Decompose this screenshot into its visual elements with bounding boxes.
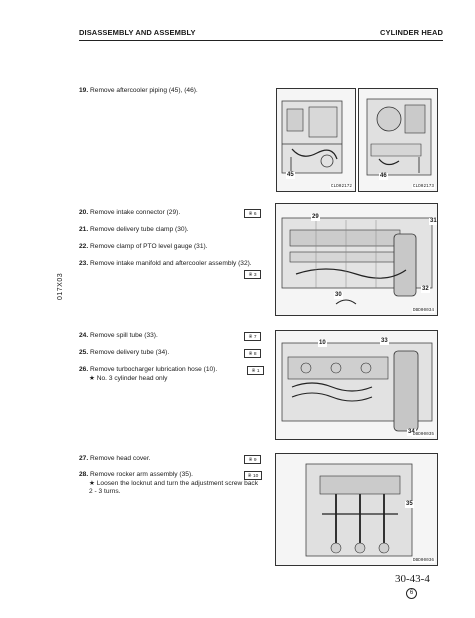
step-text: Remove turbocharger lubrication hose (10… [90, 366, 218, 373]
page-number: 30-43-4 [395, 573, 430, 585]
step-number: 19. [79, 87, 89, 94]
step-text: Remove head cover. [90, 455, 151, 462]
step-text: Remove rocker arm assembly (35). [90, 471, 193, 478]
engine-illustration [281, 100, 343, 174]
reference-badge: ※ 10 [244, 471, 262, 480]
step-26: 26. Remove turbocharger lubrication hose… [79, 366, 244, 383]
step-text: Remove intake manifold and aftercooler a… [90, 260, 252, 267]
engine-illustration [281, 342, 433, 432]
figure-intake-manifold: 29 31 30 32 DBD00034 [275, 203, 438, 316]
step-text: Remove spill tube (33). [90, 332, 158, 339]
reference-badge: ※ 9 [244, 455, 261, 464]
part-label: 32 [421, 286, 430, 293]
step-number: 26. [79, 366, 89, 373]
part-label: 30 [334, 292, 343, 299]
step-number: 27. [79, 455, 89, 462]
part-label: 31 [429, 218, 437, 225]
part-label: 29 [311, 214, 320, 221]
step-text: Remove delivery tube (34). [90, 349, 170, 356]
side-code: 017X03 [57, 272, 64, 300]
figure-code: DBD00036 [411, 558, 435, 563]
figure-rocker-arm: 35 DBD00036 [275, 453, 438, 566]
figure-code: CLD02172 [329, 184, 353, 189]
reference-badge: ※ 1 [247, 366, 264, 375]
part-label: 46 [379, 173, 388, 180]
step-number: 22. [79, 243, 89, 250]
revision-mark: 6 [406, 588, 417, 599]
step-25: 25. Remove delivery tube (34). [79, 349, 239, 358]
figure-aftercooler-piping-left: 45 CLD02172 [276, 88, 356, 192]
step-text: Remove delivery tube clamp (30). [90, 226, 189, 233]
step-22: 22. Remove clamp of PTO level gauge (31)… [79, 243, 264, 252]
part-label: 34 [407, 429, 416, 436]
reference-badge: ※ 8 [244, 349, 261, 358]
step-23: 23. Remove intake manifold and aftercool… [79, 260, 261, 269]
reference-badge: ※ 6 [244, 209, 261, 218]
figure-spill-delivery-tubes: 10 33 34 DBD00035 [275, 330, 438, 440]
part-label: 10 [318, 340, 327, 347]
chapter-title: CYLINDER HEAD [380, 28, 443, 37]
engine-illustration [305, 463, 413, 557]
step-20: 20. Remove intake connector (29). [79, 209, 239, 218]
figure-aftercooler-piping-right: 46 CLD02173 [358, 88, 438, 192]
part-label: 45 [286, 172, 295, 179]
figure-code: DBD00034 [411, 308, 435, 313]
step-number: 28. [79, 471, 89, 478]
step-note: ★ No. 3 cylinder head only [89, 374, 168, 382]
step-19: 19. Remove aftercooler piping (45), (46)… [79, 87, 264, 96]
reference-badge: ※ 3 [244, 270, 261, 279]
engine-illustration [281, 217, 433, 305]
part-label: 33 [380, 338, 389, 345]
step-note: ★ Loosen the locknut and turn the adjust… [89, 479, 259, 496]
header-rule [79, 40, 443, 41]
figure-code: DBD00035 [411, 432, 435, 437]
step-text: Remove intake connector (29). [90, 209, 181, 216]
step-24: 24. Remove spill tube (33). [79, 332, 239, 341]
step-27: 27. Remove head cover. [79, 455, 239, 464]
engine-illustration [366, 98, 432, 176]
step-number: 20. [79, 209, 89, 216]
step-number: 21. [79, 226, 89, 233]
figure-code: CLD02173 [411, 184, 435, 189]
step-number: 23. [79, 260, 89, 267]
step-number: 24. [79, 332, 89, 339]
step-28: 28. Remove rocker arm assembly (35). ★ L… [79, 471, 262, 497]
reference-badge: ※ 7 [244, 332, 261, 341]
part-label: 35 [405, 501, 414, 508]
step-text: Remove clamp of PTO level gauge (31). [90, 243, 208, 250]
step-21: 21. Remove delivery tube clamp (30). [79, 226, 244, 235]
section-title: DISASSEMBLY AND ASSEMBLY [79, 28, 196, 37]
step-number: 25. [79, 349, 89, 356]
page-header: DISASSEMBLY AND ASSEMBLY CYLINDER HEAD [79, 28, 443, 41]
step-text: Remove aftercooler piping (45), (46). [90, 87, 198, 94]
